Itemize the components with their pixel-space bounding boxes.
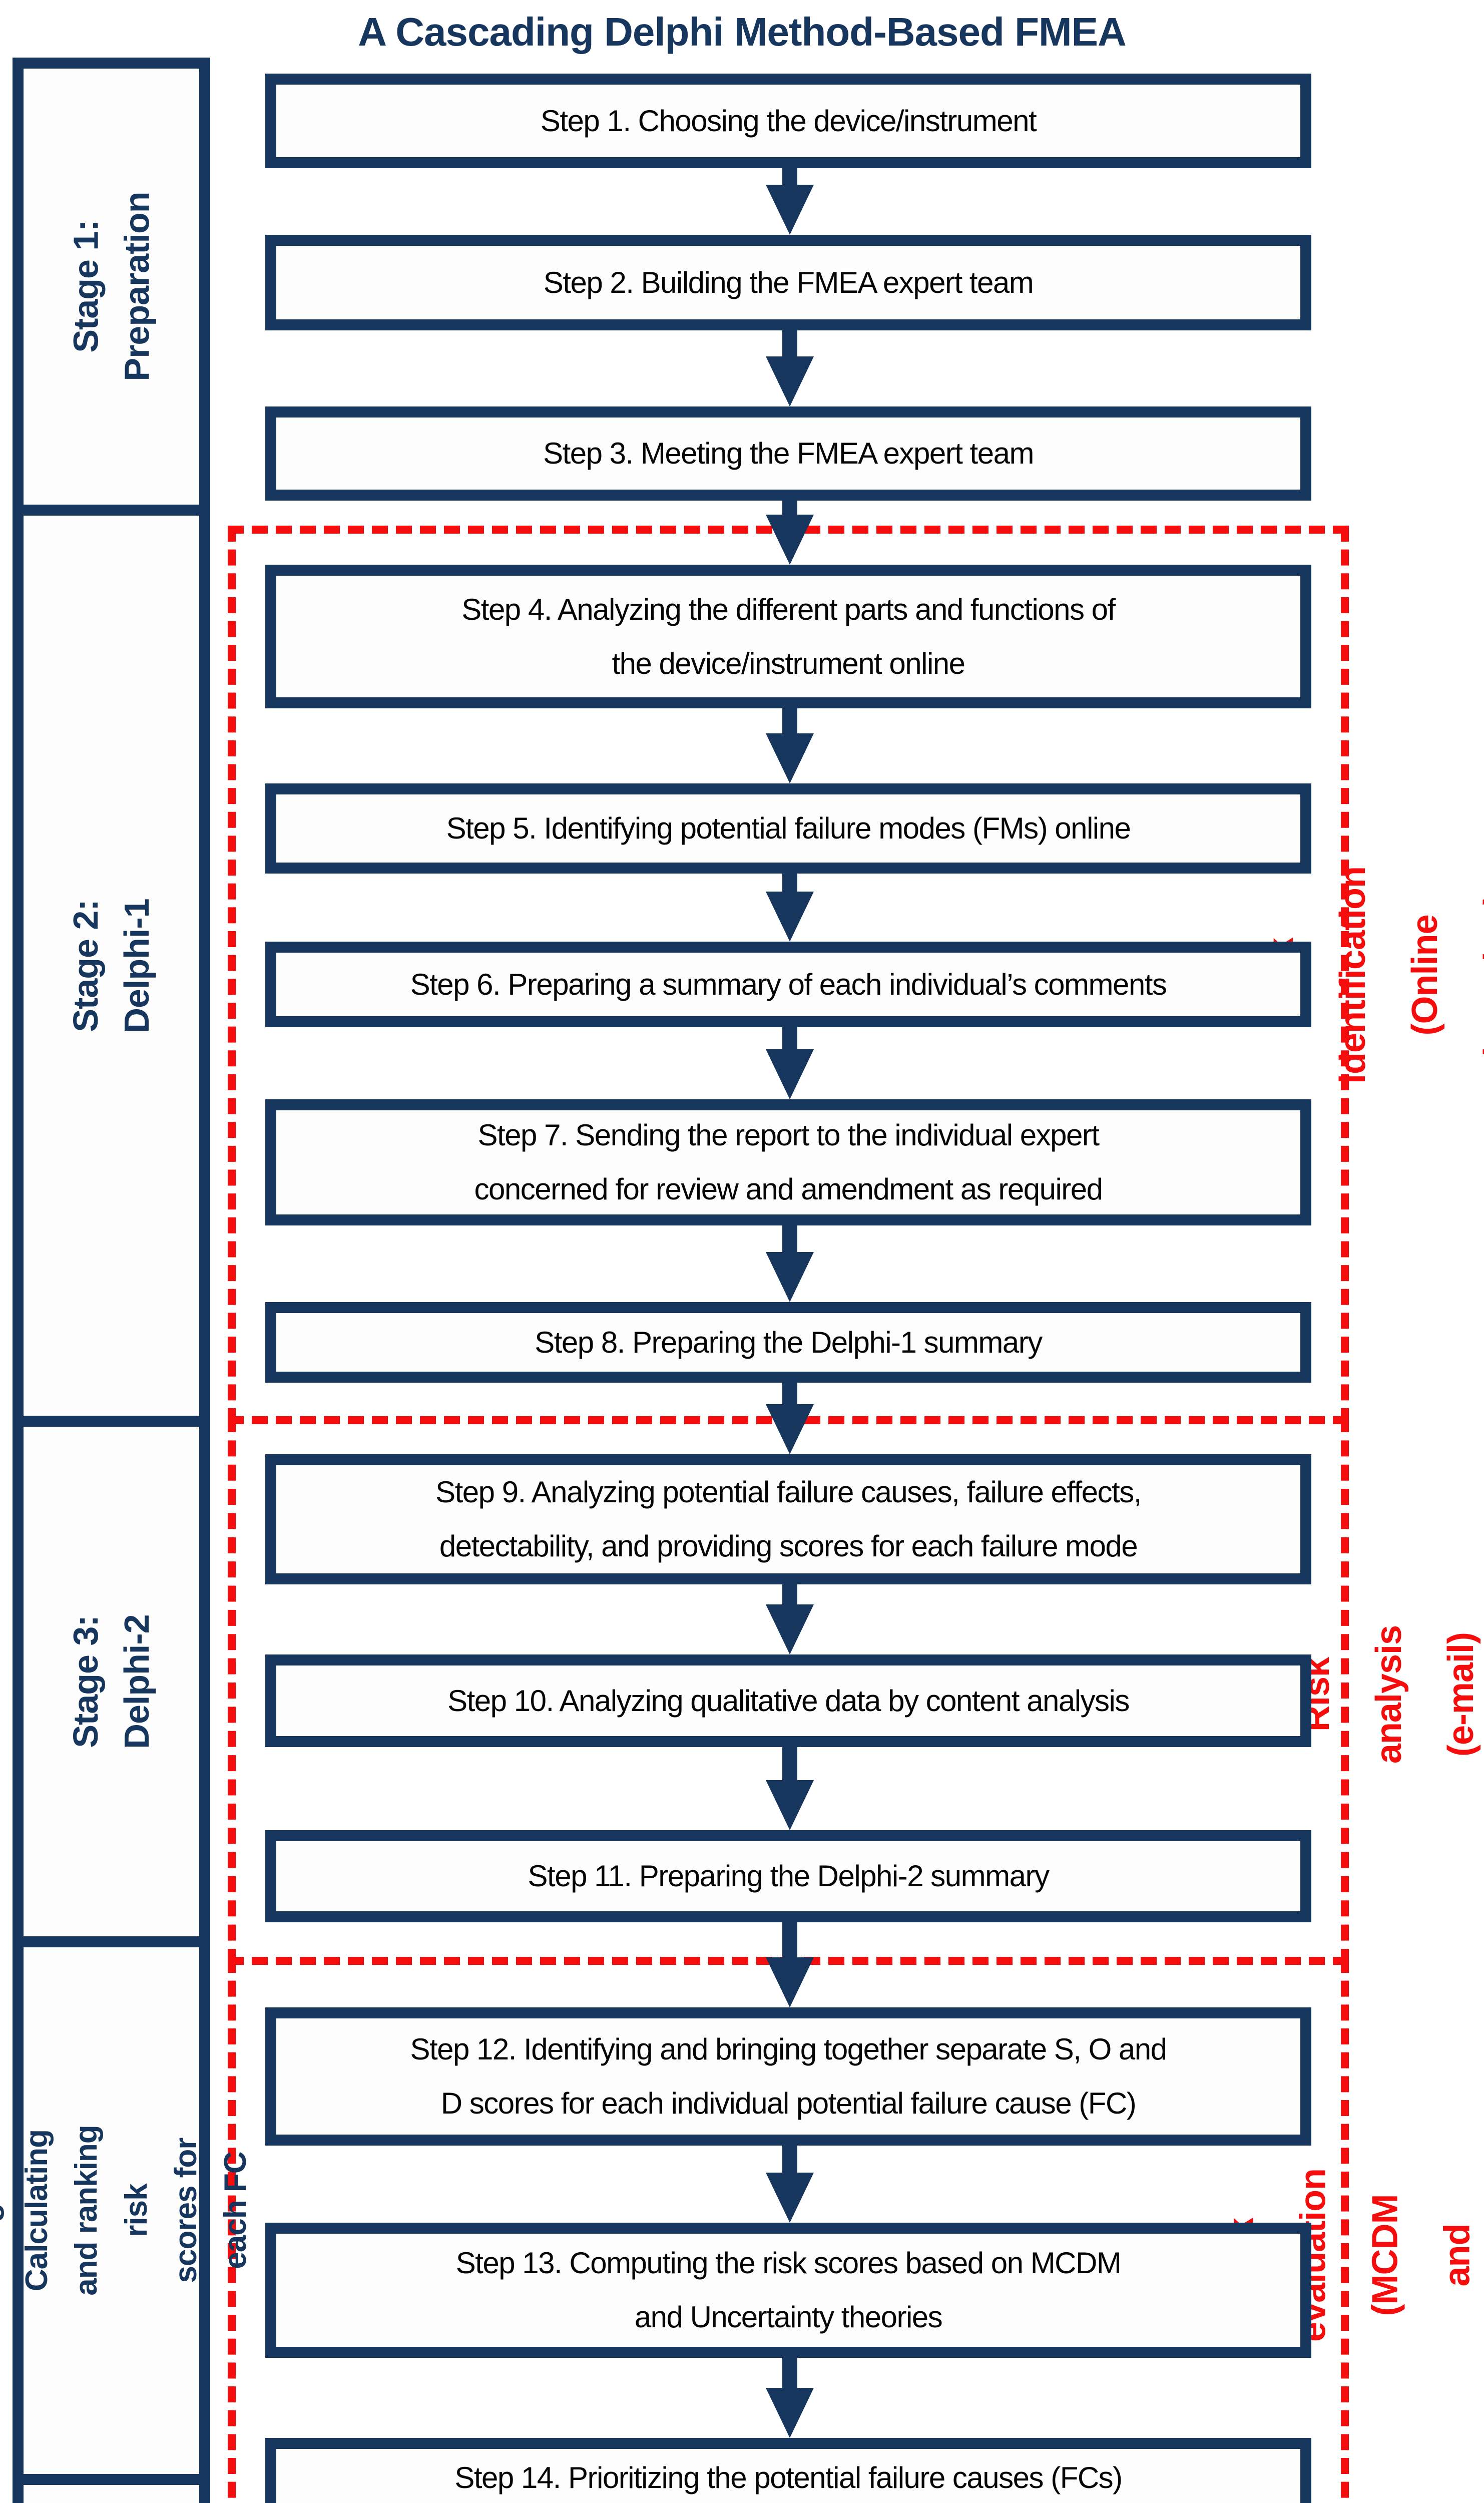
- step-14-label: Step 14. Prioritizing the potential fail…: [454, 2461, 1123, 2494]
- step-5-label: Step 5. Identifying potential failure mo…: [446, 811, 1131, 845]
- flow-arrow-12: [765, 2146, 815, 2223]
- flow-arrow-7: [765, 1225, 815, 1302]
- step-4-label: Step 4. Analyzing the different parts an…: [461, 592, 1116, 680]
- arrow-head: [766, 1604, 814, 1654]
- stage-5-box: Stage 5: Compilation of final report: [13, 2474, 210, 2503]
- arrow-head: [766, 356, 814, 406]
- step-11-box: Step 11. Preparing the Delphi-2 summary: [265, 1830, 1311, 1922]
- phase-risk-evaluation: Risk evaluation (MCDM and Uncertainty th…: [1221, 1965, 1484, 2503]
- arrow-head: [766, 733, 814, 783]
- step-12-label: Step 12. Identifying and bringing togeth…: [410, 2032, 1167, 2120]
- arrow-head: [766, 1049, 814, 1099]
- arrow-head: [766, 892, 814, 942]
- stage-1-box: Stage 1: Preparation: [13, 58, 210, 516]
- flow-arrow-3: [765, 501, 815, 565]
- flow-arrow-5: [765, 874, 815, 942]
- step-4-box: Step 4. Analyzing the different parts an…: [265, 565, 1311, 708]
- flow-arrow-13: [765, 2358, 815, 2438]
- stage-3-box: Stage 3: Delphi-2: [13, 1416, 210, 1947]
- step-7-box: Step 7. Sending the report to the indivi…: [265, 1099, 1311, 1225]
- step-2-box: Step 2. Building the FMEA expert team: [265, 235, 1311, 330]
- step-3-box: Step 3. Meeting the FMEA expert team: [265, 406, 1311, 501]
- flow-arrow-11: [765, 1922, 815, 2007]
- step-11-label: Step 11. Preparing the Delphi-2 summary: [528, 1859, 1050, 1893]
- flow-arrow-2: [765, 330, 815, 406]
- step-13-box: Step 13. Computing the risk scores based…: [265, 2223, 1311, 2358]
- flow-arrow-6: [765, 1027, 815, 1099]
- phase-risk-identification: Risk identification (Online interview): [1261, 526, 1484, 1424]
- flow-arrow-1: [765, 168, 815, 235]
- page-title: A Cascading Delphi Method-Based FMEA: [358, 10, 1127, 54]
- flow-arrow-8: [765, 1383, 815, 1454]
- stage-4-label: Stage 4: Calculating and ranking risk sc…: [0, 2125, 253, 2296]
- step-5-box: Step 5. Identifying potential failure mo…: [265, 783, 1311, 874]
- arrow-head: [766, 2173, 814, 2223]
- step-10-label: Step 10. Analyzing qualitative data by c…: [447, 1684, 1130, 1718]
- step-6-box: Step 6. Preparing a summary of each indi…: [265, 942, 1311, 1027]
- step-8-label: Step 8. Preparing the Delphi-1 summary: [535, 1325, 1043, 1359]
- stage-4-box: Stage 4: Calculating and ranking risk sc…: [0, 1936, 253, 2485]
- step-2-label: Step 2. Building the FMEA expert team: [543, 265, 1034, 299]
- arrow-head: [766, 1780, 814, 1830]
- arrow-head: [766, 1252, 814, 1302]
- step-6-label: Step 6. Preparing a summary of each indi…: [410, 967, 1167, 1001]
- step-14-box: Step 14. Prioritizing the potential fail…: [265, 2438, 1311, 2503]
- stage-2-label: Stage 2: Delphi-1: [66, 898, 156, 1033]
- arrow-head: [766, 1957, 814, 2007]
- step-8-box: Step 8. Preparing the Delphi-1 summary: [265, 1302, 1311, 1383]
- arrow-head: [766, 185, 814, 235]
- stage-3-label: Stage 3: Delphi-2: [66, 1614, 156, 1749]
- step-1-box: Step 1. Choosing the device/instrument: [265, 74, 1311, 168]
- step-1-label: Step 1. Choosing the device/instrument: [540, 104, 1037, 138]
- step-9-box: Step 9. Analyzing potential failure caus…: [265, 1454, 1311, 1584]
- stage-2-box: Stage 2: Delphi-1: [13, 505, 210, 1427]
- arrow-head: [766, 1404, 814, 1454]
- flow-arrow-9: [765, 1584, 815, 1654]
- stage-1-label: Stage 1: Preparation: [66, 192, 156, 381]
- step-10-box: Step 10. Analyzing qualitative data by c…: [265, 1654, 1311, 1747]
- step-7-label: Step 7. Sending the report to the indivi…: [474, 1118, 1103, 1206]
- arrow-head: [766, 515, 814, 565]
- flow-arrow-10: [765, 1747, 815, 1830]
- step-3-label: Step 3. Meeting the FMEA expert team: [543, 437, 1034, 470]
- flow-arrow-4: [765, 708, 815, 783]
- phase-risk-analysis: Risk analysis (e-mail): [1297, 1424, 1481, 1965]
- step-9-label: Step 9. Analyzing potential failure caus…: [435, 1475, 1142, 1563]
- step-12-box: Step 12. Identifying and bringing togeth…: [265, 2007, 1311, 2146]
- arrow-head: [766, 2388, 814, 2438]
- step-13-label: Step 13. Computing the risk scores based…: [455, 2246, 1122, 2334]
